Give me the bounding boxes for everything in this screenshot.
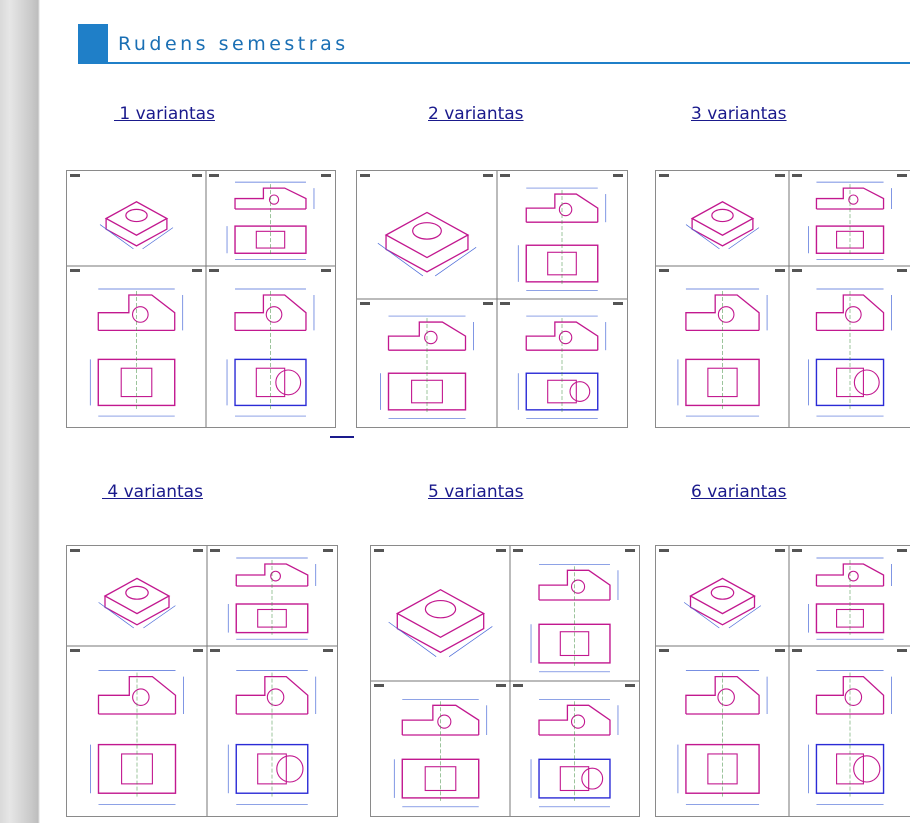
drawing-view <box>792 269 907 417</box>
drawing-view <box>70 174 202 250</box>
variant-1-link[interactable]: 1 variantas <box>114 104 215 124</box>
drawing-view <box>500 174 623 291</box>
variant-6-drawing-thumbnail[interactable] <box>655 545 910 817</box>
drawing-view <box>659 549 785 629</box>
drawing-view <box>70 549 203 629</box>
drawing-view <box>210 649 333 805</box>
drawing-view <box>70 649 203 805</box>
drawing-view <box>792 649 907 805</box>
left-scroll-rail <box>0 0 40 823</box>
variant-4-drawing-thumbnail[interactable] <box>66 545 338 817</box>
variant-2-drawing-thumbnail[interactable] <box>356 170 628 428</box>
drawing-view <box>209 269 331 417</box>
variant-2-link[interactable]: 2 variantas <box>428 104 524 124</box>
drawing-view <box>792 549 907 640</box>
drawing-view <box>360 174 493 277</box>
section-title: Rudens semestras <box>118 33 349 55</box>
variant-6-link[interactable]: 6 variantas <box>691 482 787 502</box>
drawing-view <box>513 684 635 808</box>
drawing-view <box>659 269 785 417</box>
drawing-view <box>792 174 907 260</box>
drawing-view <box>659 649 785 805</box>
drawing-view <box>210 549 333 640</box>
drawing-view <box>374 684 506 808</box>
variant-5-drawing-thumbnail[interactable] <box>370 545 640 817</box>
drawing-view <box>70 269 202 417</box>
variant-4-link[interactable]: 4 variantas <box>102 482 203 502</box>
variant-5-link[interactable]: 5 variantas <box>428 482 524 502</box>
drawing-view <box>360 302 493 419</box>
stray-link-underline <box>330 436 354 438</box>
variant-1-drawing-thumbnail[interactable] <box>66 170 336 428</box>
drawing-view <box>513 549 635 673</box>
section-divider <box>78 62 910 64</box>
drawing-view <box>500 302 623 419</box>
variant-3-drawing-thumbnail[interactable] <box>655 170 910 428</box>
section-accent-block <box>78 24 108 64</box>
section-header: Rudens semestras <box>78 24 910 64</box>
drawing-view <box>659 174 785 250</box>
drawing-view <box>209 174 331 260</box>
variant-3-link[interactable]: 3 variantas <box>691 104 787 124</box>
drawing-view <box>374 549 506 657</box>
